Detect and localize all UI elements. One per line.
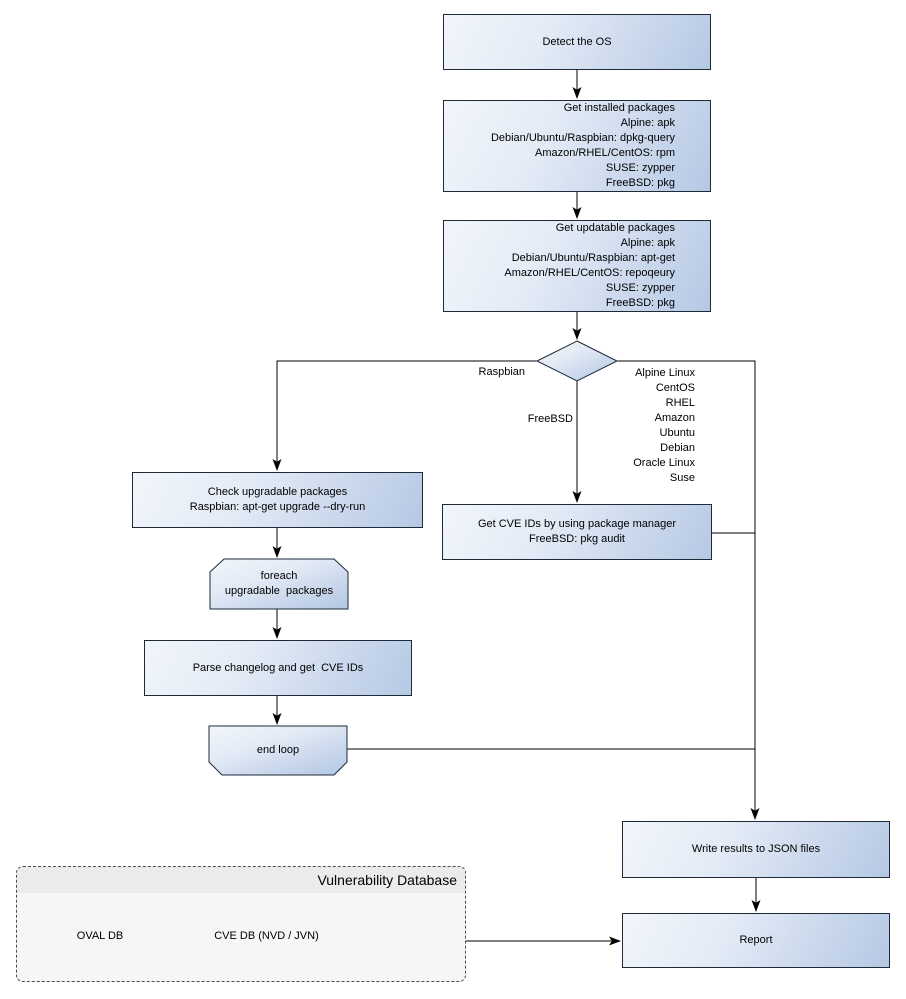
- node-text-line: Get updatable packages: [555, 222, 675, 234]
- vulnerability-database-group: Vulnerability Database: [16, 866, 466, 982]
- end-loop-shape: [208, 725, 348, 776]
- node-text-line: FreeBSD: pkg audit: [529, 533, 625, 545]
- os-list-item: CentOS: [655, 382, 695, 394]
- node-text-line: Get installed packages: [563, 102, 675, 114]
- flow-arrows: [272, 70, 761, 946]
- node-detect-os-label: Detect the OS: [542, 35, 612, 48]
- arrow-decision-to-write-results: [617, 360, 760, 820]
- node-detect-os: Detect the OS: [443, 14, 711, 70]
- node-text-line: Report: [739, 934, 773, 946]
- node-text-line: Raspbian: apt-get upgrade --dry-run: [189, 501, 366, 513]
- os-list-item: Alpine Linux: [635, 367, 695, 379]
- node-text-line: Amazon/RHEL/CentOS: rpm: [535, 147, 675, 159]
- os-list-item: RHEL: [665, 397, 695, 409]
- node-text-line: Get CVE IDs by using package manager: [477, 518, 677, 530]
- edge-label-freebsd: FreeBSD: [527, 413, 573, 425]
- node-get-cve-ids: Get CVE IDs by using package manager Fre…: [442, 504, 712, 560]
- vulnerability-database-title: Vulnerability Database: [317, 872, 457, 888]
- edge-label-raspbian: Raspbian: [478, 366, 525, 378]
- node-check-upgradable-packages: Check upgradable packages Raspbian: apt-…: [132, 472, 423, 528]
- node-text-line: Alpine: apk: [620, 117, 675, 129]
- node-get-installed-packages: Get installed packages Alpine: apk Debia…: [443, 100, 711, 192]
- foreach-loop-shape: [209, 558, 349, 610]
- node-text-line: FreeBSD: pkg: [605, 177, 675, 189]
- node-text-line: Debian/Ubuntu/Raspbian: dpkg-query: [490, 132, 675, 144]
- node-get-updatable-packages: Get updatable packages Alpine: apk Debia…: [443, 220, 711, 312]
- node-text-line: Amazon/RHEL/CentOS: repoqeury: [504, 267, 675, 279]
- node-text-line: Check upgradable packages: [207, 486, 348, 498]
- node-text-line: FreeBSD: pkg: [605, 297, 675, 309]
- node-write-results: Write results to JSON files: [622, 821, 890, 878]
- node-text-line: SUSE: zypper: [605, 162, 675, 174]
- node-text-line: SUSE: zypper: [605, 282, 675, 294]
- node-text-line: Debian/Ubuntu/Raspbian: apt-get: [511, 252, 675, 264]
- os-list-item: Amazon: [654, 412, 695, 424]
- node-report: Report: [622, 913, 890, 968]
- os-list-item: Ubuntu: [659, 427, 695, 439]
- node-text-line: Alpine: apk: [620, 237, 675, 249]
- arrow-decision-to-check-upgradable: [272, 360, 537, 471]
- os-list-item: Oracle Linux: [633, 457, 695, 469]
- os-list-item: Suse: [669, 472, 695, 484]
- node-text-line: Write results to JSON files: [691, 843, 821, 855]
- vulnerability-database-titlebar: Vulnerability Database: [17, 867, 465, 893]
- node-parse-changelog: Parse changelog and get CVE IDs: [144, 640, 412, 696]
- edge-label-os-list: Alpine Linux CentOS RHEL Amazon Ubuntu D…: [585, 366, 695, 486]
- os-decision-diamond: [535, 340, 619, 382]
- node-text-line: Parse changelog and get CVE IDs: [192, 661, 364, 674]
- os-list-item: Debian: [660, 442, 695, 454]
